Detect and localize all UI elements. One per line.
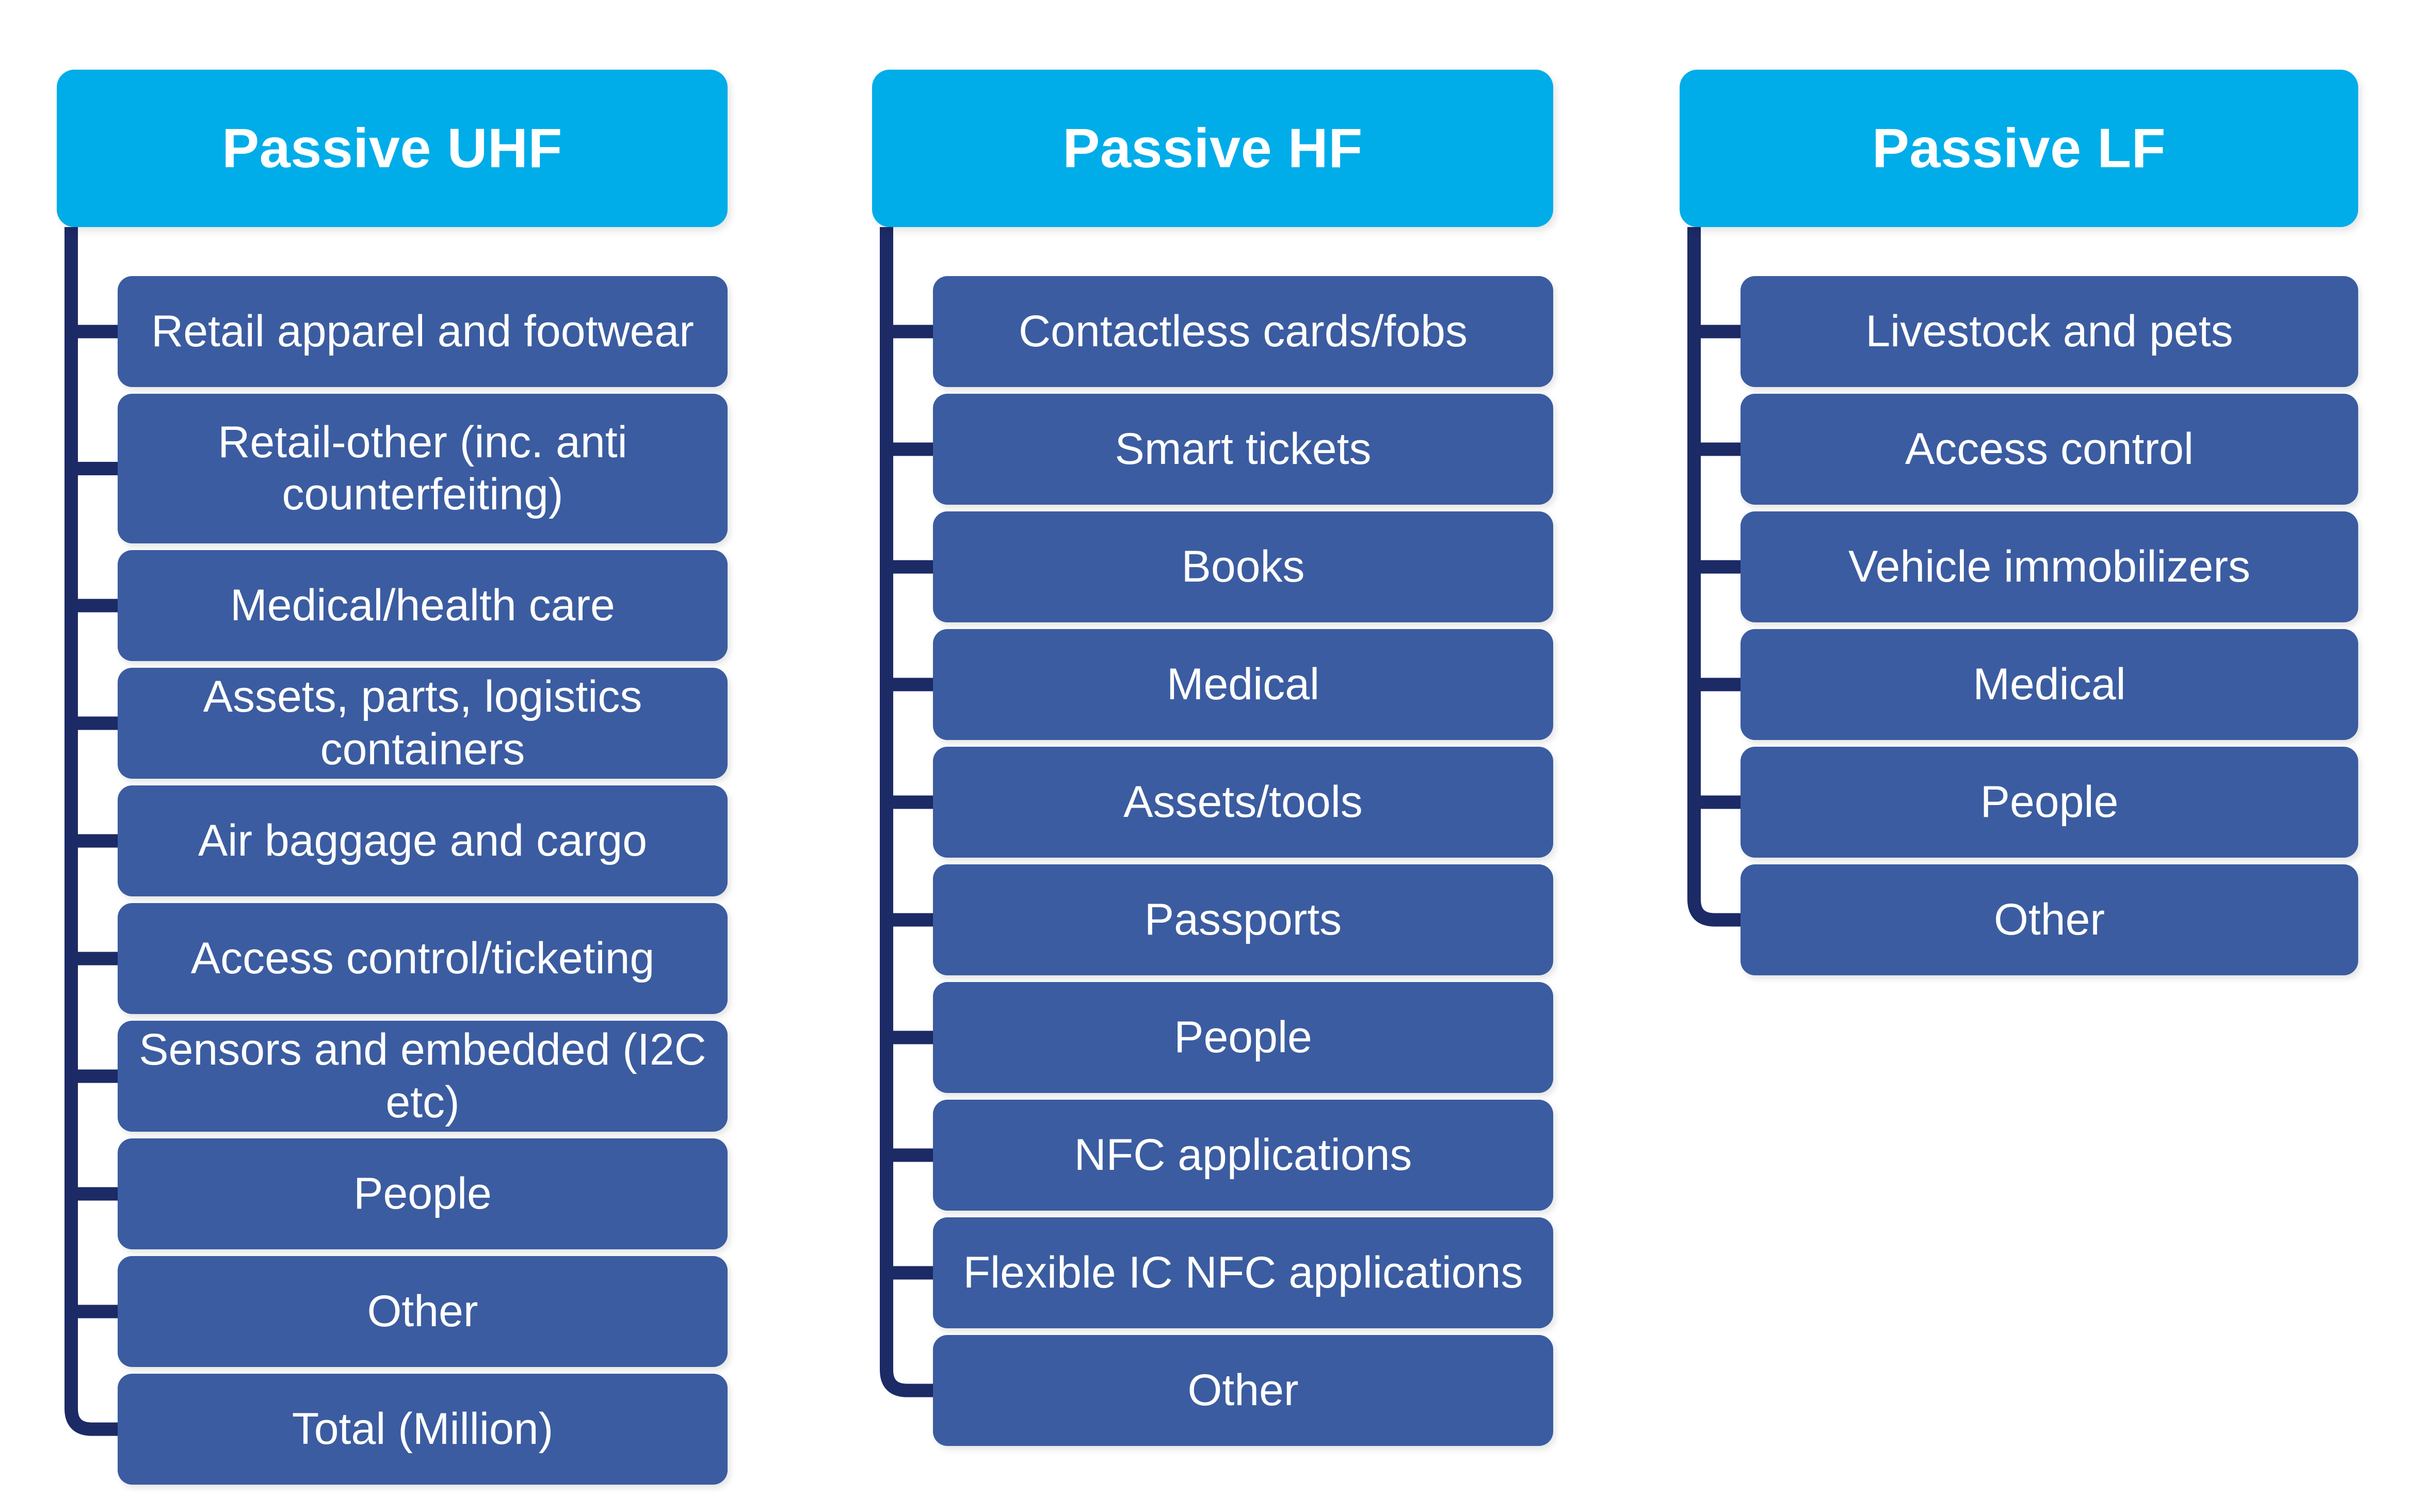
item-box-passive-hf-8[interactable]: Flexible IC NFC applications (933, 1217, 1553, 1328)
item-box-passive-hf-9[interactable]: Other (933, 1335, 1553, 1446)
item-box-passive-uhf-9[interactable]: Total (Million) (118, 1374, 728, 1485)
item-box-passive-hf-7[interactable]: NFC applications (933, 1100, 1553, 1211)
item-box-passive-uhf-2[interactable]: Medical/health care (118, 550, 728, 661)
item-box-passive-hf-6[interactable]: People (933, 982, 1553, 1093)
item-box-passive-uhf-0[interactable]: Retail apparel and footwear (118, 276, 728, 387)
item-box-passive-lf-1[interactable]: Access control (1741, 394, 2358, 505)
header-box-passive-uhf[interactable]: Passive UHF (57, 70, 728, 227)
header-box-passive-lf[interactable]: Passive LF (1680, 70, 2358, 227)
item-box-passive-lf-4[interactable]: People (1741, 747, 2358, 858)
item-box-passive-lf-5[interactable]: Other (1741, 864, 2358, 975)
header-box-passive-hf[interactable]: Passive HF (872, 70, 1553, 227)
item-box-passive-uhf-8[interactable]: Other (118, 1256, 728, 1367)
item-box-passive-lf-0[interactable]: Livestock and pets (1741, 276, 2358, 387)
item-box-passive-uhf-5[interactable]: Access control/ticketing (118, 903, 728, 1014)
item-box-passive-uhf-7[interactable]: People (118, 1138, 728, 1249)
item-box-passive-hf-5[interactable]: Passports (933, 864, 1553, 975)
item-box-passive-uhf-3[interactable]: Assets, parts, logistics containers (118, 668, 728, 779)
item-box-passive-uhf-1[interactable]: Retail-other (inc. anti counterfeiting) (118, 394, 728, 543)
item-box-passive-hf-2[interactable]: Books (933, 511, 1553, 622)
item-box-passive-lf-2[interactable]: Vehicle immobilizers (1741, 511, 2358, 622)
item-box-passive-uhf-6[interactable]: Sensors and embedded (I2C etc) (118, 1021, 728, 1132)
item-box-passive-hf-0[interactable]: Contactless cards/fobs (933, 276, 1553, 387)
item-box-passive-uhf-4[interactable]: Air baggage and cargo (118, 785, 728, 896)
item-box-passive-hf-3[interactable]: Medical (933, 629, 1553, 740)
item-box-passive-hf-4[interactable]: Assets/tools (933, 747, 1553, 858)
item-box-passive-hf-1[interactable]: Smart tickets (933, 394, 1553, 505)
item-box-passive-lf-3[interactable]: Medical (1741, 629, 2358, 740)
